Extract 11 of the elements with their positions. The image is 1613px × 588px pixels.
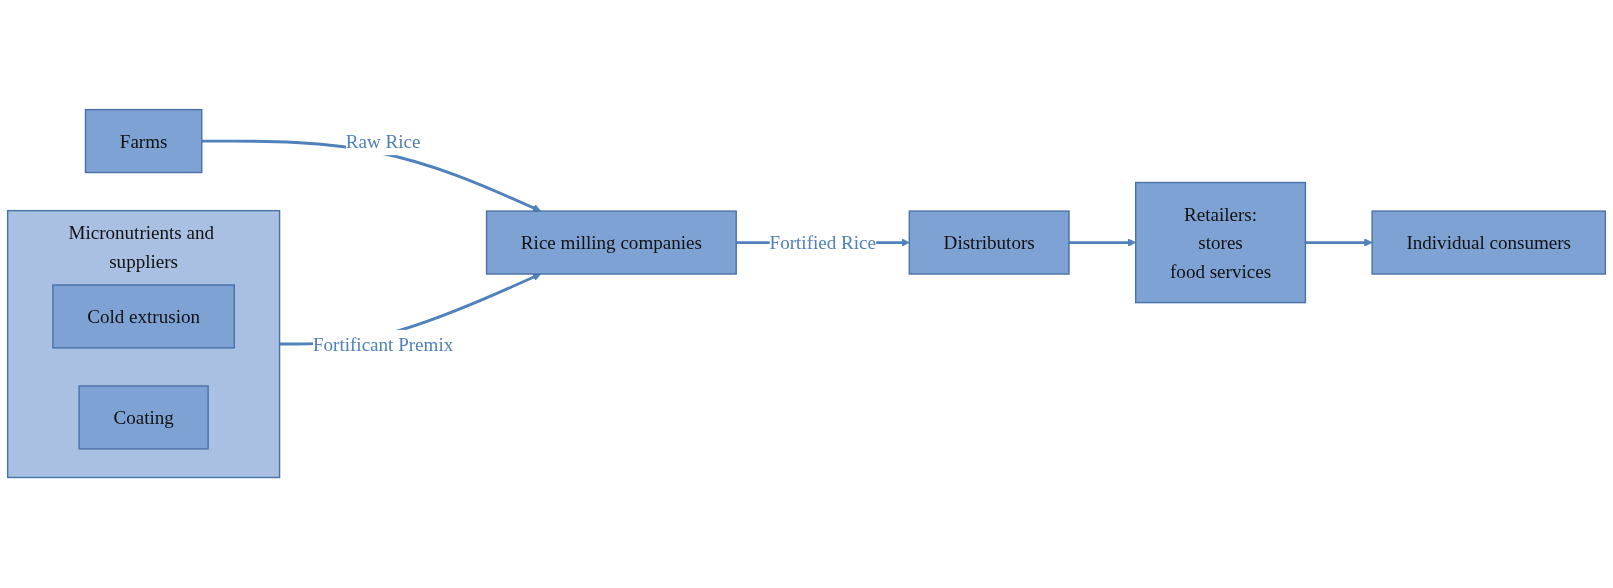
edge-label: Fortificant Premix [312,334,454,355]
edge-label: Fortified Rice [769,232,876,254]
edge-label: Raw Rice [345,131,421,153]
node-box: Distributors [908,210,1070,276]
node-box: Coating [78,385,209,451]
node-box: Retailers: stores food services [1135,182,1307,304]
node-box: Cold extrusion [52,284,236,350]
node-box: Rice milling companies [485,210,737,276]
node-box: Farms [84,109,203,174]
node-box: Individual consumers [1371,210,1607,276]
arrow [1305,238,1373,248]
